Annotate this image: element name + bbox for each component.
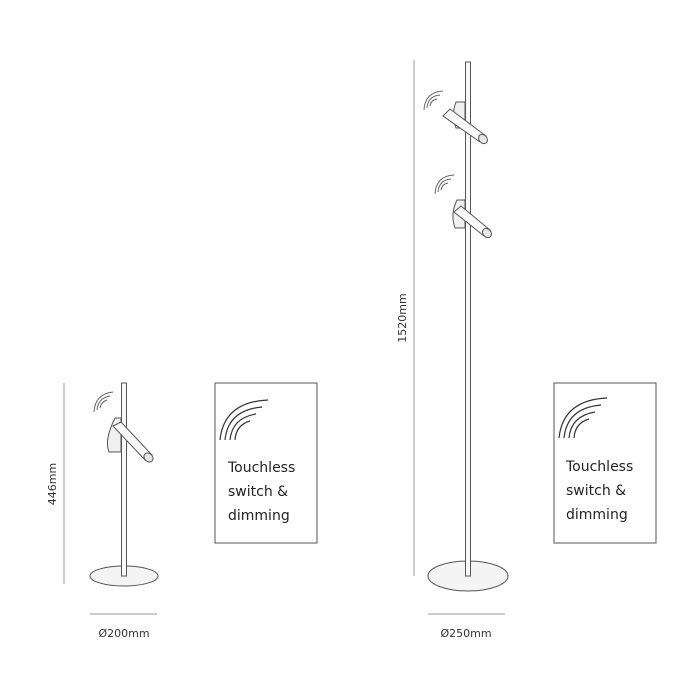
wireless-signal-icon (558, 397, 608, 439)
tall-height-label: 1520mm (396, 293, 409, 342)
small-height-label: 446mm (46, 463, 59, 505)
tall-lamp-upper-sensor-icon (423, 90, 444, 111)
small-base-label: Ø200mm (98, 627, 149, 640)
small-info-line-3: dimming (228, 508, 290, 524)
tall-lamp-lower-spotlight (453, 205, 492, 239)
tall-info-line-2: switch & (566, 483, 626, 499)
tall-info-line-3: dimming (566, 507, 628, 523)
tall-info-box: Touchless switch & dimming (553, 382, 657, 544)
small-lamp-sensor-icon (93, 391, 114, 413)
tall-lamp (413, 60, 509, 615)
small-lamp-pole (121, 382, 127, 577)
small-lamp (63, 382, 159, 615)
wireless-signal-icon (219, 399, 269, 441)
small-info-line-2: switch & (228, 484, 288, 500)
tall-lamp-pole (465, 61, 471, 577)
small-lamp-spotlight (112, 421, 154, 463)
small-info-box: Touchless switch & dimming (214, 382, 318, 544)
tall-info-line-1: Touchless (565, 459, 633, 475)
tall-lamp-lower-sensor-icon (434, 174, 455, 195)
tall-base-label: Ø250mm (440, 627, 491, 640)
tall-lamp-upper-spotlight (442, 108, 488, 145)
small-info-line-1: Touchless (227, 460, 295, 476)
